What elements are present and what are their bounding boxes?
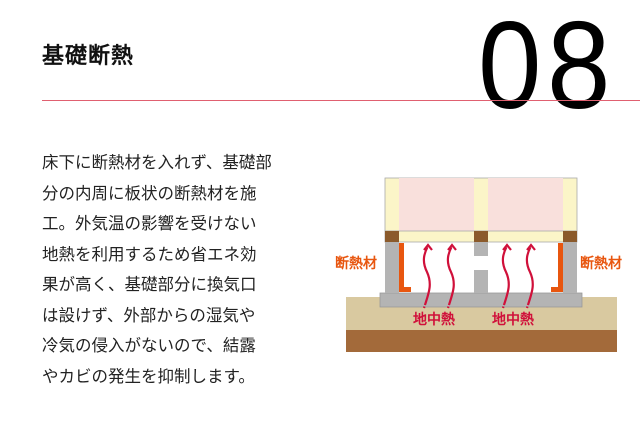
inner-foundation <box>474 242 488 256</box>
heat-arrow <box>501 245 510 309</box>
description-line: 冷気の侵入がないので、結露 <box>42 336 256 355</box>
wall-panel <box>399 178 474 231</box>
wall-panel <box>488 178 563 231</box>
arrow-head <box>502 243 512 251</box>
heat-arrow <box>525 245 534 309</box>
description-line: 果が高く、基礎部分に換気口 <box>42 275 257 294</box>
insulation-label-right: 断熱材 <box>580 255 622 272</box>
heat-arrow <box>422 245 431 309</box>
heat-arrow <box>446 245 455 309</box>
insulation-board-left <box>399 243 411 292</box>
divider-line <box>42 100 640 101</box>
description-text: 床下に断熱材を入れず、基礎部 分の内周に板状の断熱材を施 工。外気温の影響を受け… <box>42 148 292 392</box>
description-line: 地熱を利用するため省エネ効 <box>42 244 257 264</box>
insulation-label-left: 断熱材 <box>335 255 377 272</box>
arrow-head <box>423 243 433 251</box>
foundation-wall-right <box>563 242 577 293</box>
section-number: 08 <box>478 0 616 135</box>
description-line: 分の内周に板状の断熱材を施 <box>42 183 257 203</box>
description-line: やカビの発生を抑制します。 <box>42 366 255 386</box>
description-line: 工。外気温の影響を受けない <box>42 214 257 233</box>
beam-block <box>563 231 577 242</box>
description-line: 床下に断熱材を入れず、基礎部 <box>42 153 272 172</box>
beam-block <box>385 231 399 242</box>
foundation-slab <box>379 292 583 308</box>
foundation-wall-left <box>385 242 399 293</box>
ground-heat-arrows <box>422 243 536 309</box>
insulation-board-right <box>551 243 563 292</box>
arrow-head <box>526 243 536 251</box>
arrow-head <box>447 243 457 251</box>
soil-lower <box>346 330 617 352</box>
description-line: は設けず、外部からの湿気や <box>42 305 256 325</box>
ground-heat-label-left: 地中熱 <box>413 311 455 328</box>
inner-foundation <box>474 270 488 293</box>
page-title: 基礎断熱 <box>42 44 135 69</box>
ground-heat-label-right: 地中熱 <box>492 311 534 328</box>
beam-block <box>474 231 488 242</box>
